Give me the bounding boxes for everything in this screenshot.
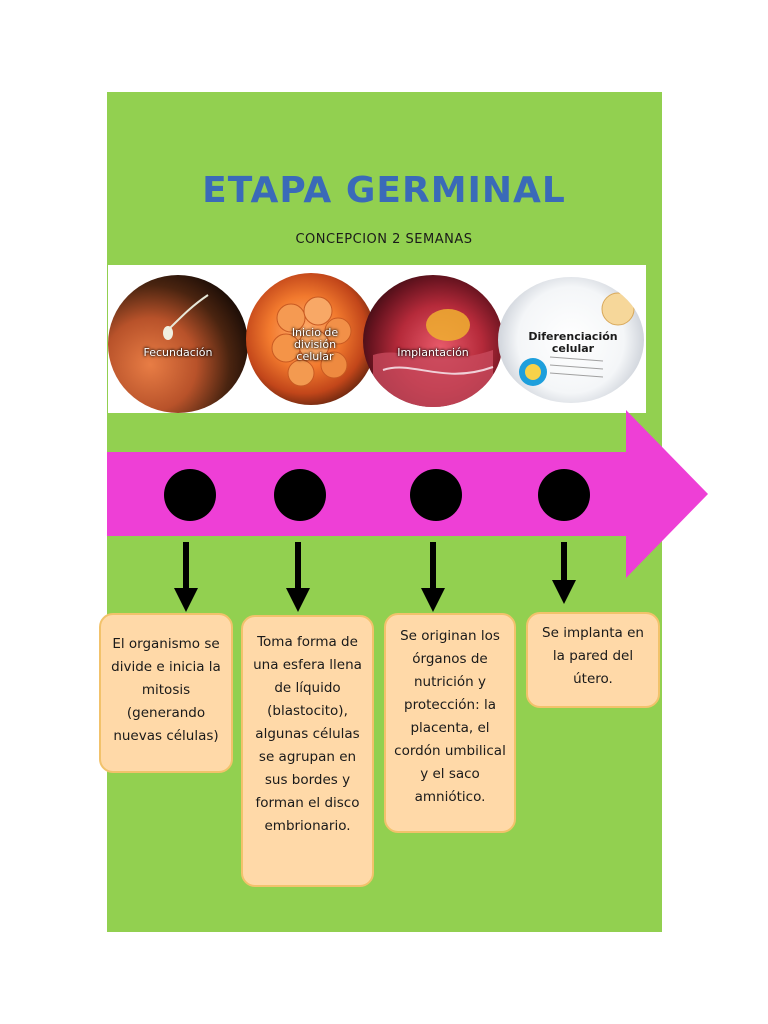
page-subtitle: CONCEPCION 2 SEMANAS xyxy=(295,232,473,247)
step-text-1: El organismo se divide e inicia la mitos… xyxy=(111,636,221,744)
step-text-2: Toma forma de una esfera llena de líquid… xyxy=(253,634,362,834)
step-box-2: Toma forma de una esfera llena de líquid… xyxy=(241,615,374,887)
tissue-icon xyxy=(373,309,494,407)
image-label-diferenciacion: Diferenciación celular xyxy=(528,330,618,355)
timeline-dot-2 xyxy=(274,469,326,521)
image-label-fecundacion: Fecundación xyxy=(143,346,213,359)
cell-cluster-icon xyxy=(271,296,352,387)
step-text-4: Se implanta en la pared del útero. xyxy=(542,625,644,687)
cell-differentiation-image: Diferenciación celular xyxy=(498,277,644,403)
step-box-4: Se implanta en la pared del útero. xyxy=(526,612,660,708)
sperm-icon xyxy=(163,294,209,340)
timeline-dot-4 xyxy=(538,469,590,521)
sperm-egg-image: Fecundación xyxy=(108,275,248,413)
embryo-diagram-icon xyxy=(519,292,635,386)
down-arrow-3 xyxy=(421,542,445,612)
step-box-1: El organismo se divide e inicia la mitos… xyxy=(99,613,233,773)
down-arrow-1 xyxy=(174,542,198,612)
down-arrow-4 xyxy=(552,542,576,604)
timeline-dot-3 xyxy=(410,469,462,521)
down-arrow-2 xyxy=(286,542,310,612)
cell-division-image: Inicio de división celular xyxy=(246,273,376,405)
timeline-dot-1 xyxy=(164,469,216,521)
page-title: ETAPA GERMINAL xyxy=(202,170,566,211)
step-text-3: Se originan los órganos de nutrición y p… xyxy=(394,628,506,805)
timeline-arrow xyxy=(107,410,708,578)
implantation-image: Implantación xyxy=(363,275,503,407)
stage-image-strip: Fecundación Inicio de división celular I… xyxy=(108,265,646,413)
image-label-implantacion: Implantación xyxy=(397,346,469,359)
image-label-division: Inicio de división celular xyxy=(291,326,339,363)
step-box-3: Se originan los órganos de nutrición y p… xyxy=(384,613,516,833)
